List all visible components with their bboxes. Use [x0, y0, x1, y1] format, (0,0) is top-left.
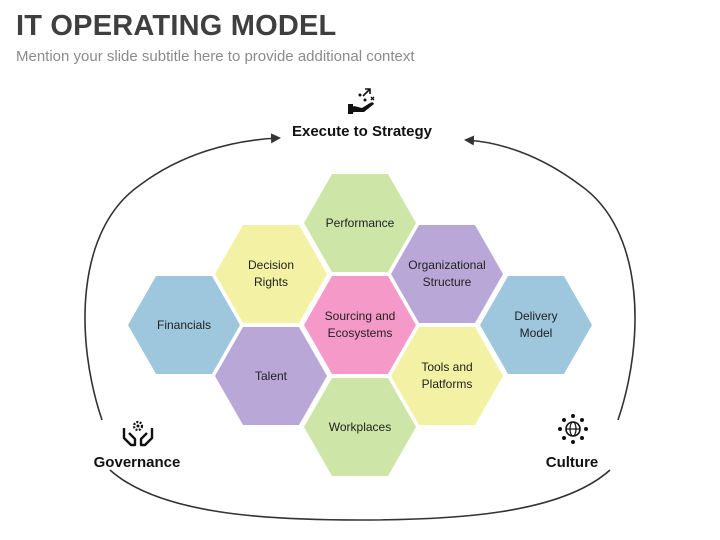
page-subtitle: Mention your slide subtitle here to prov…: [16, 48, 415, 65]
hex-tools-platforms-text: Tools and Platforms: [421, 360, 473, 391]
hex-decision-rights-text: Decision Rights: [247, 258, 295, 289]
hex-talent-text: Talent: [254, 368, 288, 383]
culture-label: Culture: [545, 454, 599, 471]
hex-organizational-structure-text: Organizational Structure: [408, 258, 486, 289]
globe-people-icon: [558, 414, 588, 444]
execute-strategy-label: Execute to Strategy: [291, 123, 433, 140]
hex-sourcing-ecosystems-text: Sourcing and Ecosystems: [324, 309, 396, 340]
hex-financials-text: Financials: [156, 317, 212, 332]
page-title: IT OPERATING MODEL: [16, 10, 337, 42]
left-arc: [84, 133, 281, 421]
governance-label: Governance: [93, 454, 181, 471]
hands-gear-icon: [122, 420, 154, 447]
bottom-arc: [109, 469, 611, 521]
hex-delivery-model-text: Delivery Model: [514, 309, 558, 340]
hex-performance-text: Performance: [325, 215, 395, 230]
hex-workplaces-text: Workplaces: [328, 419, 392, 434]
hand-holding-arrows-icon: [348, 88, 375, 114]
right-arc: [464, 135, 636, 421]
hex-financials: Financials: [128, 276, 240, 374]
